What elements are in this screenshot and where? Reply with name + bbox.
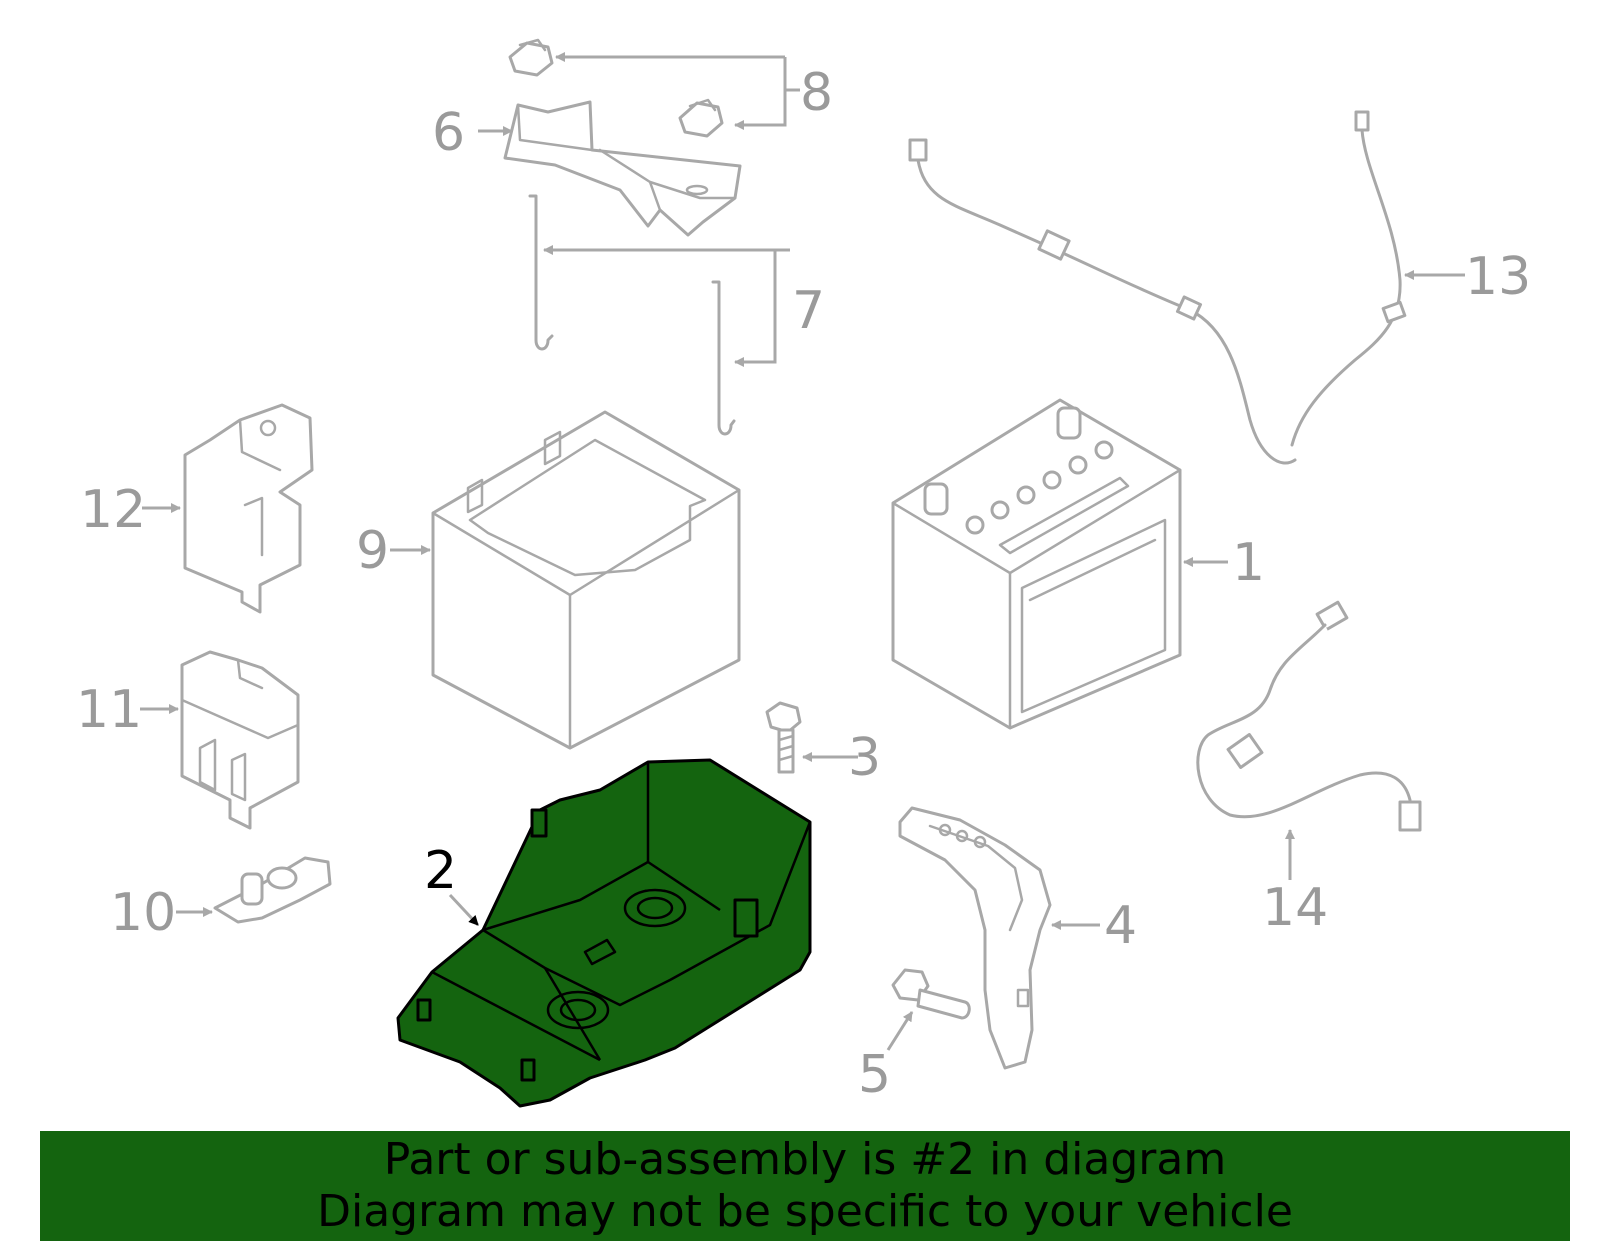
callout-2: 2 (424, 841, 457, 901)
part-8-nuts (508, 38, 724, 138)
part-3-bolt (765, 701, 802, 774)
callout-12: 12 (80, 480, 146, 540)
callout-14: 14 (1262, 878, 1328, 938)
callout-6: 6 (432, 103, 465, 163)
banner-line-2: Diagram may not be specific to your vehi… (317, 1186, 1293, 1237)
part-2-battery-tray (396, 758, 812, 1108)
part-5-bolt (891, 968, 971, 1020)
leaders (140, 52, 1465, 1051)
callout-3: 3 (848, 728, 881, 788)
callout-7: 7 (792, 281, 825, 341)
part-13-harness (908, 110, 1407, 465)
callout-13: 13 (1465, 247, 1531, 307)
part-6-bracket (503, 100, 742, 237)
callout-10: 10 (110, 883, 176, 943)
banner-line-1: Part or sub-assembly is #2 in diagram (383, 1134, 1227, 1185)
callout-labels: 1 2 3 4 5 6 7 8 9 10 11 12 13 14 (76, 63, 1531, 1105)
callout-11: 11 (76, 680, 142, 740)
info-banner: Part or sub-assembly is #2 in diagram Di… (40, 1131, 1570, 1241)
callout-9: 9 (356, 521, 389, 581)
part-11-fuseblock (180, 650, 300, 830)
callout-4: 4 (1104, 896, 1137, 956)
part-14-wire (1196, 600, 1422, 832)
part-1-battery (891, 398, 1182, 730)
part-7-rods (528, 194, 736, 436)
callout-8: 8 (800, 63, 833, 123)
callout-5: 5 (858, 1045, 891, 1105)
part-4-bracket (898, 806, 1052, 1070)
part-9-cover (431, 410, 741, 750)
part-12-cover (183, 403, 314, 614)
callout-1: 1 (1232, 533, 1265, 593)
part-10-terminal (213, 856, 332, 924)
